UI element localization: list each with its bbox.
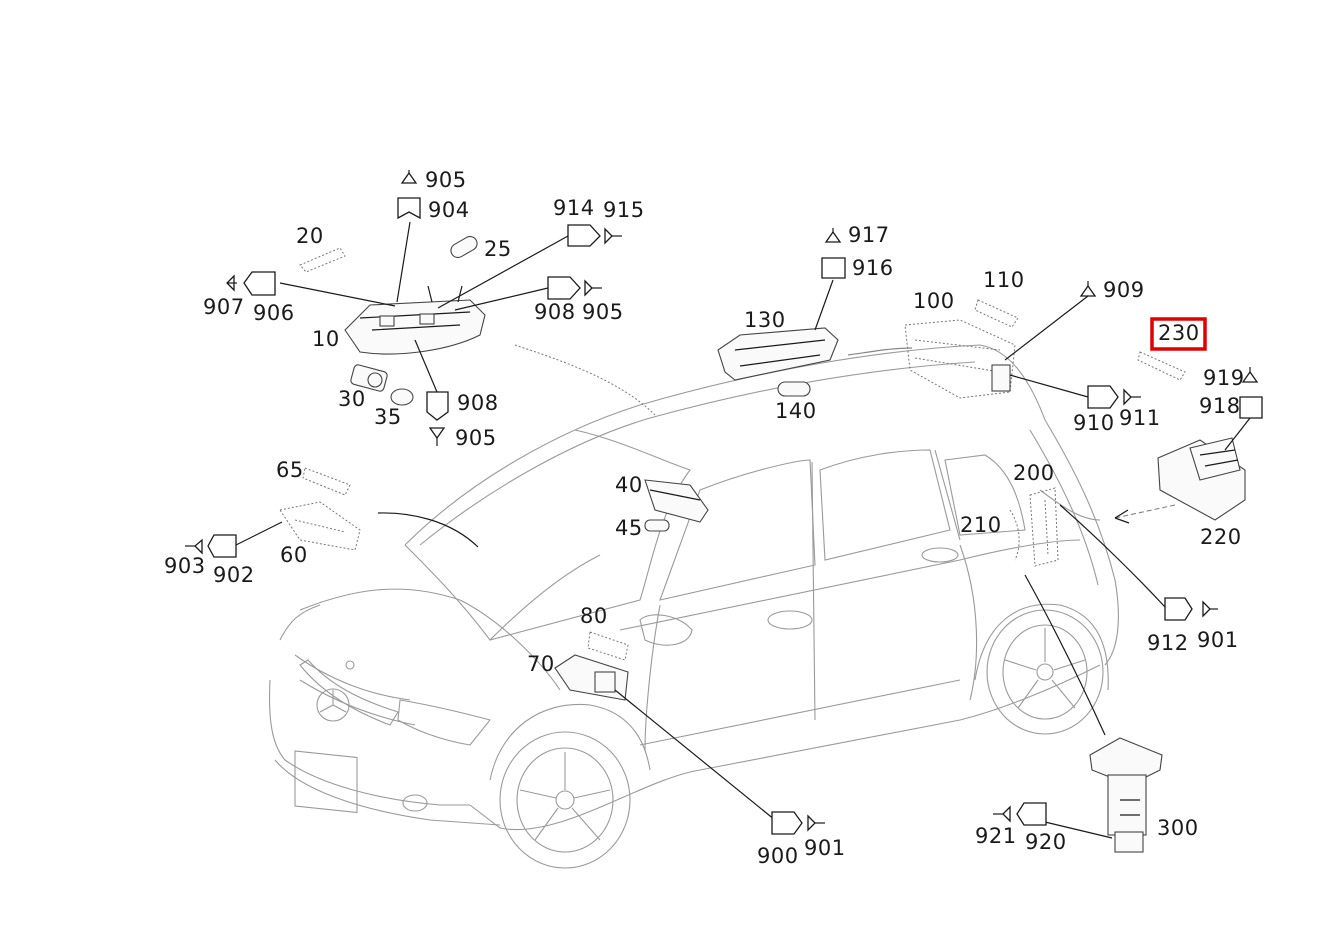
label-905[interactable]: 905 xyxy=(425,168,467,192)
label-910[interactable]: 910 xyxy=(1073,411,1115,435)
label-911[interactable]: 911 xyxy=(1119,406,1161,430)
label-909[interactable]: 909 xyxy=(1103,278,1145,302)
label-917[interactable]: 917 xyxy=(848,223,890,247)
part-45-bulb xyxy=(644,519,670,532)
label-130[interactable]: 130 xyxy=(744,308,786,332)
label-30[interactable]: 30 xyxy=(338,387,366,411)
part-220-tailgate-lamp xyxy=(1157,437,1246,521)
label-300[interactable]: 300 xyxy=(1157,816,1199,840)
label-230[interactable]: 230 xyxy=(1158,321,1200,345)
part-200-trunk-lamp xyxy=(1029,487,1059,567)
label-10[interactable]: 10 xyxy=(312,327,340,351)
part-65 xyxy=(302,467,351,496)
label-921[interactable]: 921 xyxy=(975,824,1017,848)
part-40-lamp xyxy=(644,479,709,523)
leader-lines xyxy=(235,221,1251,839)
label-100[interactable]: 100 xyxy=(913,289,955,313)
part-25-bulb xyxy=(450,235,478,259)
part-130-reading-lamp xyxy=(717,327,839,381)
label-140[interactable]: 140 xyxy=(775,399,817,423)
label-901[interactable]: 901 xyxy=(804,836,846,860)
part-300-socket xyxy=(1089,737,1163,853)
label-920[interactable]: 920 xyxy=(1025,830,1067,854)
label-65[interactable]: 65 xyxy=(276,458,304,482)
part-80 xyxy=(587,631,629,661)
label-70[interactable]: 70 xyxy=(527,652,555,676)
label-900[interactable]: 900 xyxy=(757,844,799,868)
label-210[interactable]: 210 xyxy=(960,513,1002,537)
label-35[interactable]: 35 xyxy=(374,405,402,429)
label-908[interactable]: 908 xyxy=(457,391,499,415)
part-35-bulb xyxy=(390,388,414,406)
label-905[interactable]: 905 xyxy=(455,426,497,450)
part-labels: 905 904 914 915 20 25 907 906 908 905 10… xyxy=(164,168,1245,868)
label-912[interactable]: 912 xyxy=(1147,631,1189,655)
label-902[interactable]: 902 xyxy=(213,563,255,587)
car-outline xyxy=(268,344,1119,869)
label-220[interactable]: 220 xyxy=(1200,525,1242,549)
part-230 xyxy=(1137,351,1186,381)
part-30-switch xyxy=(350,364,388,392)
label-110[interactable]: 110 xyxy=(983,268,1025,292)
label-914[interactable]: 914 xyxy=(553,196,595,220)
part-20 xyxy=(299,247,346,273)
part-140-bulb xyxy=(777,381,811,397)
direction-arrow xyxy=(1114,504,1176,519)
roof-rail-strip xyxy=(847,347,913,356)
label-901[interactable]: 901 xyxy=(1197,628,1239,652)
label-903[interactable]: 903 xyxy=(164,554,206,578)
label-919[interactable]: 919 xyxy=(1203,366,1245,390)
roof-trim-strip xyxy=(514,344,656,416)
arrow-head xyxy=(1114,509,1130,524)
label-906[interactable]: 906 xyxy=(253,301,295,325)
connector-symbols xyxy=(185,170,1263,835)
label-916[interactable]: 916 xyxy=(852,256,894,280)
part-110 xyxy=(974,299,1019,328)
label-40[interactable]: 40 xyxy=(615,473,643,497)
label-45[interactable]: 45 xyxy=(615,516,643,540)
part-10-front-interior-lamp xyxy=(344,285,486,355)
part-70-lamp xyxy=(554,654,629,701)
label-25[interactable]: 25 xyxy=(484,237,512,261)
part-210 xyxy=(1009,509,1020,561)
label-200[interactable]: 200 xyxy=(1013,461,1055,485)
label-915[interactable]: 915 xyxy=(603,198,645,222)
part-100-rear-lamp xyxy=(904,319,1016,399)
label-904[interactable]: 904 xyxy=(428,198,470,222)
label-918[interactable]: 918 xyxy=(1199,394,1241,418)
label-60[interactable]: 60 xyxy=(280,543,308,567)
highlight-box-230 xyxy=(1150,317,1207,351)
label-905[interactable]: 905 xyxy=(582,300,624,324)
label-907[interactable]: 907 xyxy=(203,295,245,319)
label-20[interactable]: 20 xyxy=(296,224,324,248)
label-80[interactable]: 80 xyxy=(580,604,608,628)
windshield-trim-strip xyxy=(377,512,479,548)
part-60-lamp xyxy=(279,501,361,551)
label-908[interactable]: 908 xyxy=(534,300,576,324)
